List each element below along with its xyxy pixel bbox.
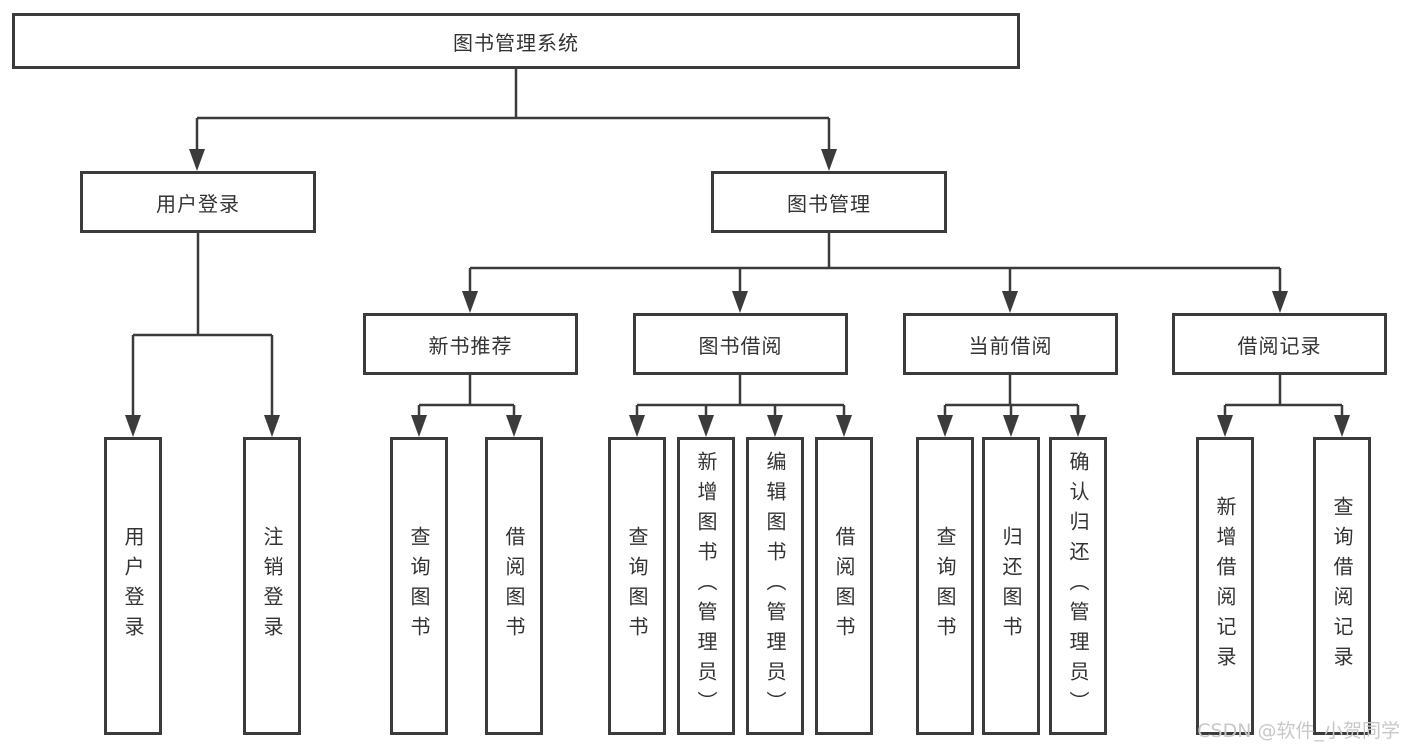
leaf-borrow-book-1: 借阅图书 [485, 437, 543, 735]
leaf-query-borrow-record: 查询借阅记录 [1313, 437, 1371, 735]
node-current-borrow: 当前借阅 [903, 313, 1118, 375]
leaf-query-book-3: 查询图书 [916, 437, 974, 735]
leaf-borrow-book-2: 借阅图书 [815, 437, 873, 735]
leaf-user-login: 用户登录 [104, 437, 162, 735]
leaf-logout-login: 注销登录 [243, 437, 301, 735]
watermark: CSDN @软件_小贺同学 [1197, 720, 1400, 742]
node-book-borrow: 图书借阅 [633, 313, 848, 375]
leaf-query-book-2: 查询图书 [608, 437, 666, 735]
node-root: 图书管理系统 [12, 13, 1020, 69]
leaf-add-borrow-record: 新增借阅记录 [1196, 437, 1254, 735]
leaf-add-book-admin: 新增图书（管理员） [677, 437, 735, 735]
leaf-edit-book-admin: 编辑图书（管理员） [746, 437, 804, 735]
node-borrow-record: 借阅记录 [1172, 313, 1387, 375]
leaf-query-book-1: 查询图书 [390, 437, 448, 735]
leaf-confirm-return-admin: 确认归还（管理员） [1049, 437, 1107, 735]
node-user-login: 用户登录 [80, 171, 316, 233]
node-new-book-recommend: 新书推荐 [363, 313, 578, 375]
leaf-return-book: 归还图书 [982, 437, 1040, 735]
node-book-management: 图书管理 [711, 171, 947, 233]
